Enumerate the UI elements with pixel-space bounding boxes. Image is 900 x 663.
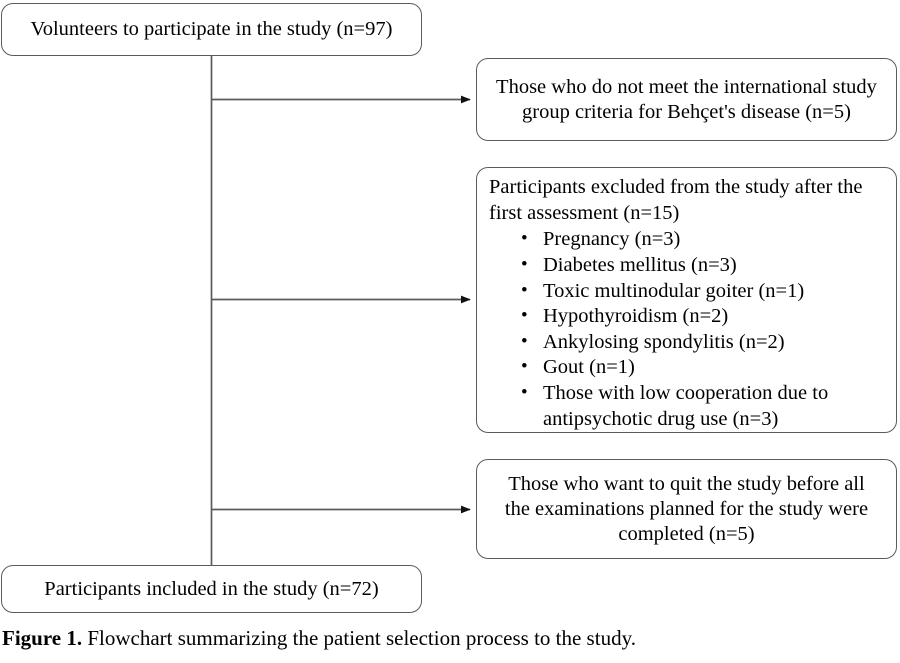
node-volunteers-enrolled-label: Volunteers to participate in the study (… <box>30 18 393 40</box>
figure-caption: Figure 1. Flowchart summarizing the pati… <box>2 626 898 651</box>
bullet-icon: • <box>521 305 528 327</box>
node-excluded-criteria-label: Those who do not meet the international … <box>486 75 887 125</box>
list-item-label-line2: antipsychotic drug use (n=3) <box>543 407 779 430</box>
list-item-label: Pregnancy (n=3) <box>543 228 681 251</box>
figure-caption-label: Figure 1. <box>2 626 83 650</box>
node-excluded-quit-line3: completed (n=5) <box>618 522 755 545</box>
list-item: • Pregnancy (n=3) <box>521 227 888 253</box>
node-excluded-quit-line1: Those who want to quit the study before … <box>508 472 865 495</box>
node-excluded-quit-line2: the examinations planned for the study w… <box>504 497 869 520</box>
list-item-label: Hypothyroidism (n=2) <box>543 305 729 328</box>
node-excluded-quit-label: Those who want to quit the study before … <box>495 472 878 547</box>
list-item-label: Ankylosing spondylitis (n=2) <box>543 330 785 353</box>
list-item: • Hypothyroidism (n=2) <box>521 304 888 330</box>
list-item: • Toxic multinodular goiter (n=1) <box>521 279 888 305</box>
list-item-label: Toxic multinodular goiter (n=1) <box>543 279 805 302</box>
node-excluded-criteria-line2: group criteria for Behçet's disease (n=5… <box>522 100 851 123</box>
node-excluded-quit: Those who want to quit the study before … <box>476 459 897 559</box>
figure-caption-text: Flowchart summarizing the patient select… <box>82 626 636 650</box>
node-excluded-first-assessment: Participants excluded from the study aft… <box>476 167 897 433</box>
node-participants-included-label: Participants included in the study (n=72… <box>44 577 379 600</box>
bullet-icon: • <box>521 382 528 403</box>
node-excluded-first-assessment-heading-line2: first assessment (n=15) <box>489 201 680 224</box>
node-excluded-criteria: Those who do not meet the international … <box>476 58 897 141</box>
list-item: • Diabetes mellitus (n=3) <box>521 253 888 279</box>
bullet-icon: • <box>521 330 528 352</box>
list-item-label-line1: Those with low cooperation due to <box>543 382 829 404</box>
list-item: • Ankylosing spondylitis (n=2) <box>521 330 888 356</box>
list-item: • Those with low cooperation due to anti… <box>521 381 888 432</box>
node-volunteers-enrolled: Volunteers to participate in the study (… <box>1 3 422 56</box>
bullet-icon: • <box>521 356 528 378</box>
bullet-icon: • <box>521 228 528 250</box>
bullet-icon: • <box>521 279 528 301</box>
excluded-reasons-list: • Pregnancy (n=3) • Diabetes mellitus (n… <box>477 227 896 432</box>
bullet-icon: • <box>521 253 528 275</box>
node-excluded-first-assessment-heading-line1: Participants excluded from the study aft… <box>489 176 863 198</box>
node-excluded-first-assessment-heading: Participants excluded from the study aft… <box>477 175 896 226</box>
node-excluded-criteria-line1: Those who do not meet the international … <box>496 75 877 98</box>
list-item: • Gout (n=1) <box>521 355 888 381</box>
list-item-label: Gout (n=1) <box>543 356 635 379</box>
node-participants-included: Participants included in the study (n=72… <box>1 565 422 613</box>
list-item-label: Diabetes mellitus (n=3) <box>543 253 737 276</box>
